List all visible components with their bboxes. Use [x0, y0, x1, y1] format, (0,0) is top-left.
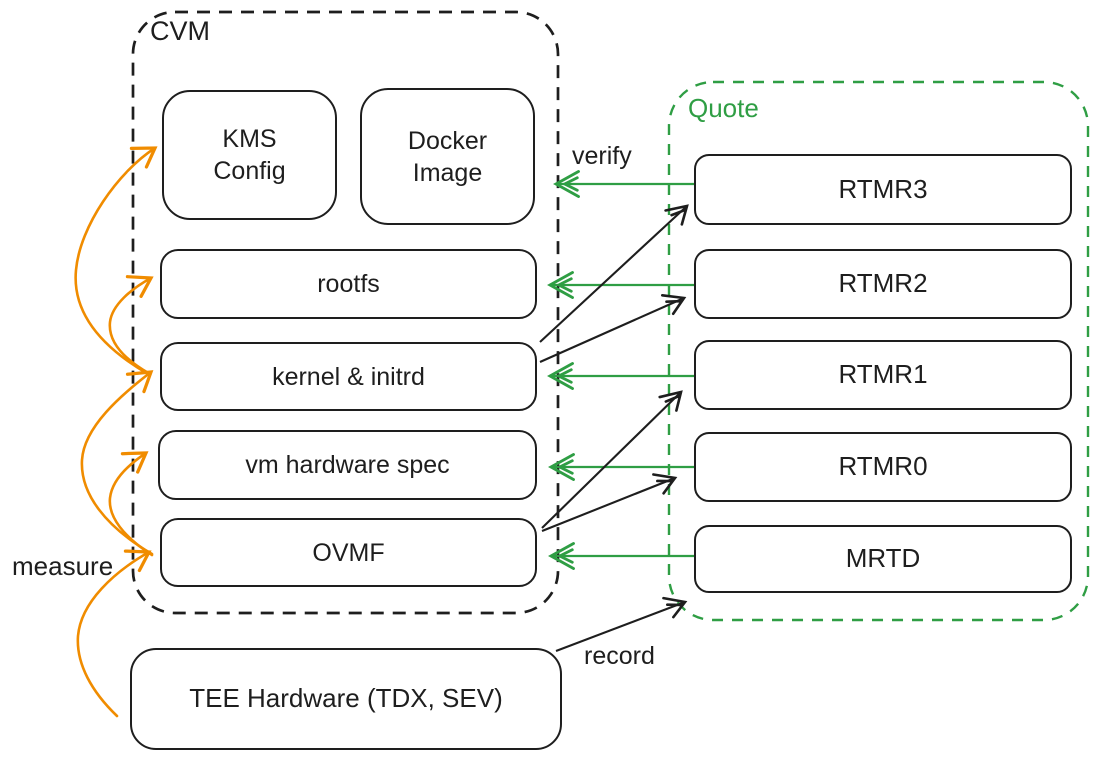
box-kernel-initrd-label: kernel & initrd: [272, 362, 425, 391]
arrow-measure-ovmf-vmspec: [108, 451, 154, 557]
arrow-record-ovmf-rtmr1: [541, 390, 683, 529]
arrow-measure-kernel-kms: [74, 146, 158, 376]
box-rootfs-label: rootfs: [317, 270, 380, 298]
box-docker-image: Docker Image: [360, 88, 535, 225]
box-kms-config-label: KMS Config: [213, 125, 286, 185]
measure-edge-label: measure: [12, 551, 114, 581]
arrow-record-ovmf-rtmr0: [541, 473, 678, 532]
arrow-record-kernel-rtmr3: [539, 204, 689, 343]
verify-edge-label: verify: [572, 142, 632, 170]
box-rtmr3-label: RTMR3: [838, 173, 928, 204]
arrow-record-kernel-rtmr2: [539, 294, 687, 363]
box-docker-image-label: Docker Image: [407, 126, 488, 187]
box-rtmr0: RTMR0: [694, 432, 1072, 502]
box-ovmf-label: OVMF: [312, 538, 385, 567]
quote-group-label: Quote: [688, 93, 759, 123]
box-rtmr3: RTMR3: [694, 154, 1072, 225]
box-ovmf: OVMF: [160, 518, 537, 587]
arrow-measure-kernel-rootfs: [108, 275, 154, 376]
box-mrtd: MRTD: [694, 525, 1072, 593]
record-edge-label: record: [584, 642, 655, 670]
box-kernel-initrd: kernel & initrd: [160, 342, 537, 411]
box-vm-hardware-spec-label: vm hardware spec: [245, 451, 450, 479]
box-vm-hardware-spec: vm hardware spec: [158, 430, 537, 500]
box-kms-config: KMS Config: [162, 90, 337, 220]
box-rtmr1-label: RTMR1: [838, 359, 928, 390]
box-rootfs: rootfs: [160, 249, 537, 319]
box-tee-hardware: TEE Hardware (TDX, SEV): [130, 648, 562, 750]
arrow-measure-ovmf-kernel: [80, 370, 154, 556]
box-tee-hardware-label: TEE Hardware (TDX, SEV): [189, 683, 503, 714]
box-rtmr0-label: RTMR0: [838, 451, 928, 482]
box-mrtd-label: MRTD: [845, 543, 921, 574]
box-rtmr2-label: RTMR2: [838, 268, 928, 299]
box-rtmr1: RTMR1: [694, 340, 1072, 410]
box-rtmr2: RTMR2: [694, 249, 1072, 319]
cvm-group-label: CVM: [150, 16, 210, 46]
